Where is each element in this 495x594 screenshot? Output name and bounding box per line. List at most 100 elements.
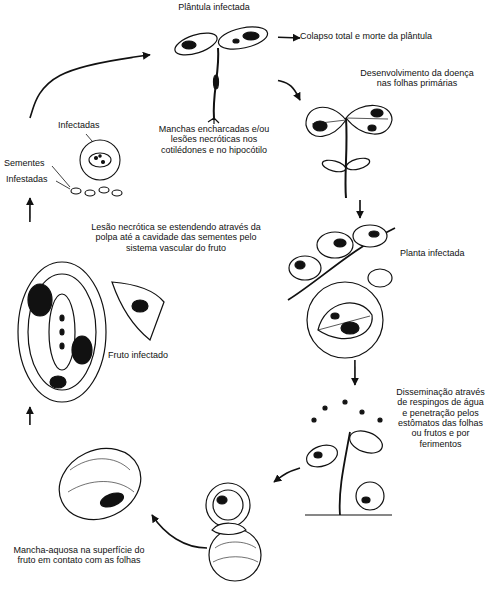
cycle-arrow <box>359 200 361 218</box>
seed <box>71 188 81 194</box>
magnifier-circle <box>80 140 120 180</box>
lesion <box>368 125 376 131</box>
water-soaked-spot <box>99 490 126 509</box>
lesion <box>371 109 383 117</box>
stage-label: Desenvolvimento da doença nas folhas pri… <box>356 68 478 89</box>
fruit-slice <box>112 282 164 340</box>
leaf <box>212 523 246 534</box>
stage-region: Colapso total e morte da plântula <box>300 30 485 46</box>
stage-label: Manchas encharcadas e/ou lesões necrótic… <box>150 124 278 155</box>
stage-label: Lesão necrótica se estendendo através da… <box>80 222 272 253</box>
sliced-fruit-drawing <box>18 262 164 402</box>
cycle-arrow <box>278 36 300 38</box>
stage-region: InfectadasSementesInfestadas <box>4 118 126 198</box>
stage-label: Infectadas <box>58 120 120 130</box>
cotyledon <box>216 23 269 53</box>
lesion <box>313 121 327 131</box>
lesion <box>217 496 227 504</box>
seed <box>112 190 122 196</box>
fruit-flesh <box>213 490 243 520</box>
stage-region: Lesão necrótica se estendendo através da… <box>4 222 274 407</box>
young-plant-drawing <box>306 105 392 198</box>
fruit <box>356 482 384 510</box>
hypocotyl <box>214 48 219 118</box>
melon <box>48 435 153 532</box>
root <box>208 118 219 124</box>
cycle-arrow-segment <box>152 515 207 548</box>
infected-plant-drawing <box>288 225 395 358</box>
stem <box>345 118 346 198</box>
bacteria <box>99 155 101 157</box>
dissemination-drawing <box>304 400 392 515</box>
cotyledon <box>172 29 219 60</box>
seeds-drawing <box>52 134 122 196</box>
cycle-arrow <box>274 468 300 482</box>
leaf <box>317 232 353 258</box>
lesion <box>334 239 346 247</box>
fruit-half <box>18 262 106 402</box>
stage-region: Disseminação através de respingos de águ… <box>300 385 485 520</box>
lesion <box>214 75 219 89</box>
lesion <box>369 231 379 237</box>
cycle-arrow <box>278 80 300 100</box>
stage-label: Disseminação através de respingos de águ… <box>396 387 485 449</box>
bacteria <box>102 161 105 164</box>
stage-label: Fruto infectado <box>108 350 180 360</box>
cut-fruit <box>206 483 250 527</box>
seed-cavity <box>49 294 75 370</box>
cycle-arrow <box>29 198 31 222</box>
leaf <box>346 105 392 134</box>
rind-line <box>213 542 258 562</box>
bacteria <box>95 157 98 160</box>
stage-region: Planta infectada <box>282 218 478 360</box>
seedling-drawing <box>172 23 269 124</box>
leaf <box>353 225 387 247</box>
seed <box>60 343 64 349</box>
leaf <box>289 256 321 280</box>
necrotic-lesion <box>50 376 66 388</box>
rind-line <box>68 459 134 492</box>
seed <box>85 190 95 196</box>
lesion <box>233 39 239 43</box>
leaf <box>347 427 386 457</box>
stage-label: Mancha-aquosa na superfície do fruto em … <box>4 545 154 566</box>
cotyledon <box>321 158 347 174</box>
stage-label: Infestadas <box>6 174 62 184</box>
lesion <box>362 497 370 503</box>
stage-label: Planta infectada <box>400 248 478 258</box>
water-drop <box>360 410 364 414</box>
whole-fruit <box>209 529 261 581</box>
stage-label: Sementes <box>4 158 58 168</box>
necrotic-lesion <box>72 336 92 364</box>
cycle-arrow <box>354 360 356 385</box>
leaf <box>304 441 341 471</box>
necrotic-lesion <box>132 300 148 312</box>
leader-line <box>86 134 92 141</box>
water-drop <box>378 418 382 422</box>
seed <box>99 187 109 193</box>
stage-label: Colapso total e morte da plântula <box>300 31 485 41</box>
stage-region: Mancha-aquosa na superfície do fruto em … <box>4 425 274 590</box>
leaf <box>318 303 372 339</box>
stage-region: Desenvolvimento da doença nas folhas pri… <box>300 64 478 200</box>
water-drop <box>343 400 347 404</box>
lesion <box>295 261 305 269</box>
fruit-flesh <box>28 274 96 390</box>
stage-label: Plântula infectada <box>150 2 278 12</box>
stage-region: Plântula infectadaManchas encharcadas e/… <box>150 2 278 162</box>
water-drop <box>312 418 316 422</box>
stem <box>340 432 350 515</box>
leader-line <box>56 181 70 189</box>
lesion <box>331 313 339 319</box>
lesion <box>182 41 196 49</box>
ground <box>305 514 392 515</box>
lesion <box>341 322 359 334</box>
lesion <box>243 32 259 40</box>
seed <box>60 329 64 335</box>
cycle-arrow <box>30 55 150 118</box>
cotyledon <box>345 156 371 172</box>
seed <box>60 315 64 321</box>
seed <box>89 153 111 167</box>
